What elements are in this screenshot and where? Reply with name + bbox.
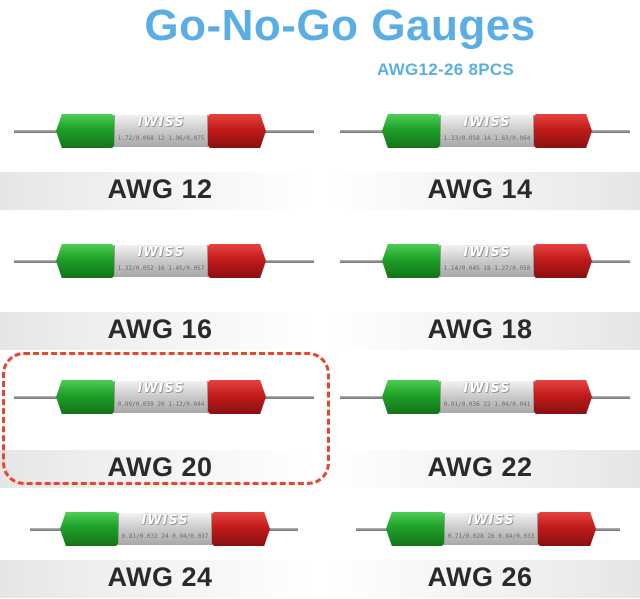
gauge-spec: 1.14/0.045 18 1.27/0.050 [443,265,531,272]
highlight-frame [2,352,330,485]
brand-logo: IWISS [137,381,185,396]
gauge-body: IWISS 0.99/0.039 20 1.12/0.044 [114,381,208,413]
go-end [60,512,118,546]
no-go-end [212,512,270,546]
gauge-card: IWISS 0.91/0.036 22 1.04/0.041 AWG 22 [320,378,640,508]
go-end [386,512,444,546]
gauge-spec: 0.91/0.036 22 1.04/0.041 [443,401,531,408]
gauge-label: AWG 20 [107,452,213,482]
page-title: Go-No-Go Gauges [144,1,536,50]
gauge-label: AWG 26 [427,562,533,592]
gauge-label: AWG 12 [107,174,213,204]
label-band [0,560,320,598]
go-end [382,380,440,414]
gauge-spec: 0.81/0.032 24 0.94/0.037 [121,533,209,540]
gauge-card: IWISS 1.33/0.058 14 1.63/0.064 AWG 14 [320,112,640,242]
gauge-body: IWISS 1.72/0.068 12 1.96/0.075 [114,115,208,147]
gauge-body: IWISS 0.71/0.028 26 0.84/0.033 [444,513,538,545]
label-band [320,560,640,598]
brand-logo: IWISS [463,245,511,260]
go-end [382,244,440,278]
label-band [0,450,320,488]
no-go-end [208,244,266,278]
brand-logo: IWISS [463,115,511,130]
no-go-end [534,380,592,414]
gauge-card: IWISS 0.81/0.032 24 0.94/0.037 AWG 24 [0,510,320,599]
go-end [56,380,114,414]
gauge-card: IWISS 1.32/0.052 16 1.45/0.057 AWG 16 [0,242,320,372]
no-go-end [208,114,266,148]
gauge-body: IWISS 1.33/0.058 14 1.63/0.064 [440,115,534,147]
gauge-card: IWISS 0.71/0.028 26 0.84/0.033 AWG 26 [320,510,640,599]
no-go-end [534,114,592,148]
label-band [320,450,640,488]
gauge-spec: 1.33/0.058 14 1.63/0.064 [443,135,531,142]
gauge-body: IWISS 0.91/0.036 22 1.04/0.041 [440,381,534,413]
gauge-card: IWISS 1.14/0.045 18 1.27/0.050 AWG 18 [320,242,640,372]
label-band [320,172,640,210]
no-go-end [538,512,596,546]
gauge-body: IWISS 1.32/0.052 16 1.45/0.057 [114,245,208,277]
gauge-body: IWISS 0.81/0.032 24 0.94/0.037 [118,513,212,545]
go-end [56,244,114,278]
brand-logo: IWISS [467,513,515,528]
label-band [320,312,640,350]
gauge-label: AWG 24 [107,562,213,592]
gauge-label: AWG 18 [427,314,533,344]
label-band [0,172,320,210]
brand-logo: IWISS [141,513,189,528]
no-go-end [534,244,592,278]
gauge-card: IWISS 1.72/0.068 12 1.96/0.075 AWG 12 [0,112,320,242]
gauge-label: AWG 16 [107,314,213,344]
gauge-spec: 1.72/0.068 12 1.96/0.075 [117,135,205,142]
label-band [0,312,320,350]
gauge-card: IWISS 0.99/0.039 20 1.12/0.044 AWG 20 [0,378,320,508]
no-go-end [208,380,266,414]
page-subtitle: AWG12-26 8PCS [377,60,515,79]
brand-logo: IWISS [137,115,185,130]
gauge-spec: 0.99/0.039 20 1.12/0.044 [117,401,205,408]
gauge-spec: 0.71/0.028 26 0.84/0.033 [447,533,535,540]
brand-logo: IWISS [137,245,185,260]
gauge-label: AWG 22 [427,452,533,482]
gauge-body: IWISS 1.14/0.045 18 1.27/0.050 [440,245,534,277]
brand-logo: IWISS [463,381,511,396]
go-end [382,114,440,148]
go-end [56,114,114,148]
gauge-spec: 1.32/0.052 16 1.45/0.057 [117,265,205,272]
gauge-label: AWG 14 [427,174,533,204]
